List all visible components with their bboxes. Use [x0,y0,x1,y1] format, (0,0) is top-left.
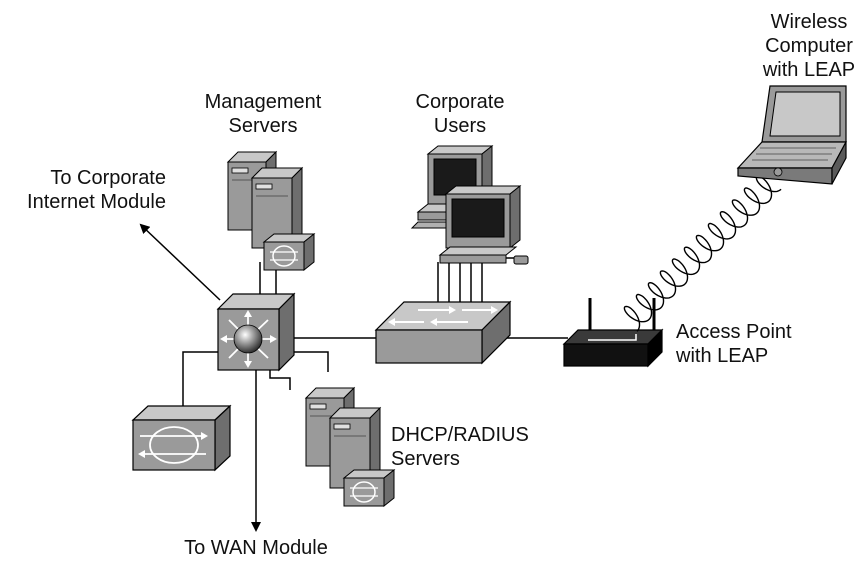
link-core-to-dhcp-b [294,351,329,372]
label-line: DHCP/RADIUS [391,424,529,446]
label-line: Servers [228,115,298,137]
wireless-link-icon [623,175,782,332]
corporate-users [410,144,529,265]
dhcp-radius-servers [304,386,396,508]
link-core-to-dhcp-a [269,368,291,390]
label-line: with LEAP [676,345,769,367]
label-line: Internet Module [27,191,166,213]
label-line: Management [204,91,322,113]
link-core-to-router [182,351,218,406]
wireless-computer-label: Wireless Computer with LEAP [754,10,864,82]
label-line: Computer [765,35,853,57]
access-switch [374,300,512,365]
label-line: Wireless [770,11,848,33]
management-servers [226,150,316,272]
wan-router [131,404,232,472]
label-line: Users [433,115,487,137]
label-line: with LEAP [762,59,856,81]
to-wan-label: To WAN Module [184,537,328,559]
corporate-users-label: Corporate Users [405,90,515,138]
link-user-5 [481,257,520,302]
access-point-label: Access Point with LEAP [676,320,792,368]
to-internet-label: To Corporate Internet Module [6,166,166,214]
label-line: Servers [391,448,460,470]
core-switch [216,292,296,372]
core-sphere-icon [233,324,263,354]
dhcp-radius-label: DHCP/RADIUS Servers [391,423,529,471]
management-servers-label: Management Servers [188,90,338,138]
label-line: Corporate [415,91,505,113]
router-icon [342,468,396,508]
router-icon [262,232,316,272]
router-icon [140,426,206,464]
link-to-internet [139,223,221,301]
mouse-icon [513,255,529,265]
label-line: Access Point [676,321,792,343]
laptop-icon [736,85,848,185]
workstation-icon [438,184,529,265]
switch-arrows-icon [392,309,494,323]
label-line: To Corporate [50,167,166,189]
access-point [562,298,664,368]
